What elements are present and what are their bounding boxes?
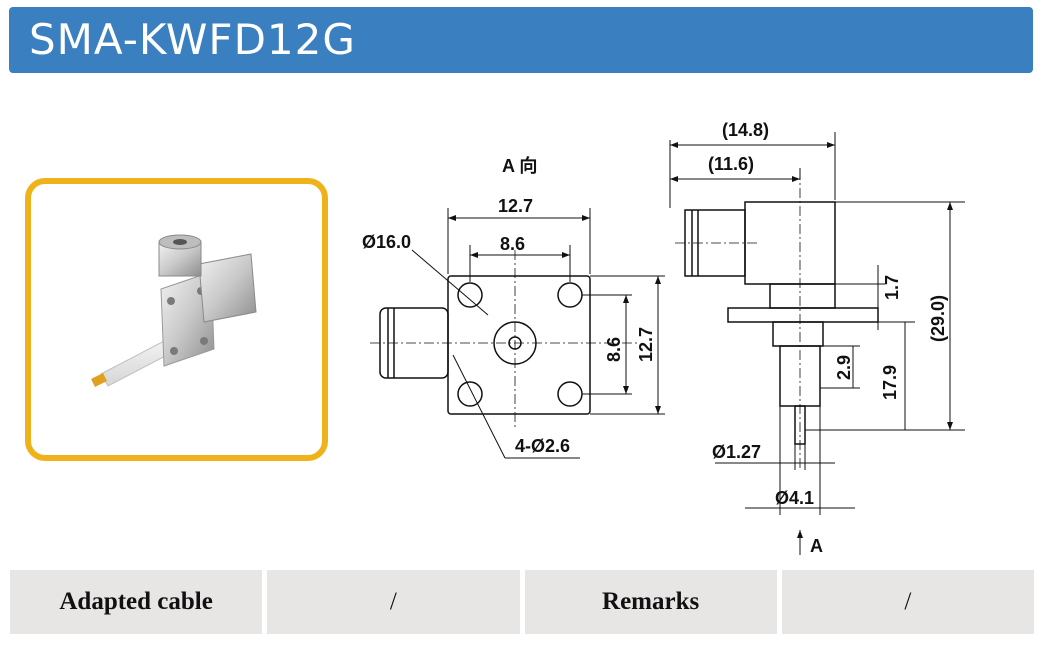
dim-front-width-inner: 8.6 <box>500 234 525 254</box>
dim-front-height-inner: 8.6 <box>604 337 624 362</box>
dim-front-diameter: Ø16.0 <box>362 232 411 252</box>
dim-side-len-total: (14.8) <box>722 120 769 140</box>
title-bar: SMA-KWFD12G <box>9 7 1033 73</box>
dim-side-pin-step: 2.9 <box>834 355 854 380</box>
cable-label: Adapted cable <box>10 570 263 634</box>
dim-side-flange: 1.7 <box>882 275 902 300</box>
remarks-label: Remarks <box>524 570 777 634</box>
dim-front-height-outer: 12.7 <box>636 327 656 362</box>
view-label: A 向 <box>502 155 537 176</box>
remarks-value: / <box>781 570 1034 634</box>
dim-side-len-body: (11.6) <box>708 154 754 174</box>
dim-side-arrow-label: A <box>810 536 823 556</box>
dim-side-height-total: (29.0) <box>928 295 948 342</box>
connector-photo <box>91 234 257 387</box>
dim-side-pin-dia: Ø1.27 <box>712 442 761 462</box>
cable-value: / <box>267 570 520 634</box>
dim-front-holes: 4-Ø2.6 <box>515 436 570 456</box>
dim-side-insulator-dia: Ø4.1 <box>775 488 814 508</box>
technical-drawing: A 向 12.7 8.6 Ø16.0 4-Ø2.6 (14.8) (11.6) … <box>362 120 965 556</box>
spec-table: Adapted cable / Remarks / <box>10 570 1034 634</box>
product-title: SMA-KWFD12G <box>29 15 356 64</box>
dim-front-width-outer: 12.7 <box>498 196 533 216</box>
product-photo-frame <box>25 178 328 461</box>
dim-side-pin-len: 17.9 <box>880 365 900 400</box>
